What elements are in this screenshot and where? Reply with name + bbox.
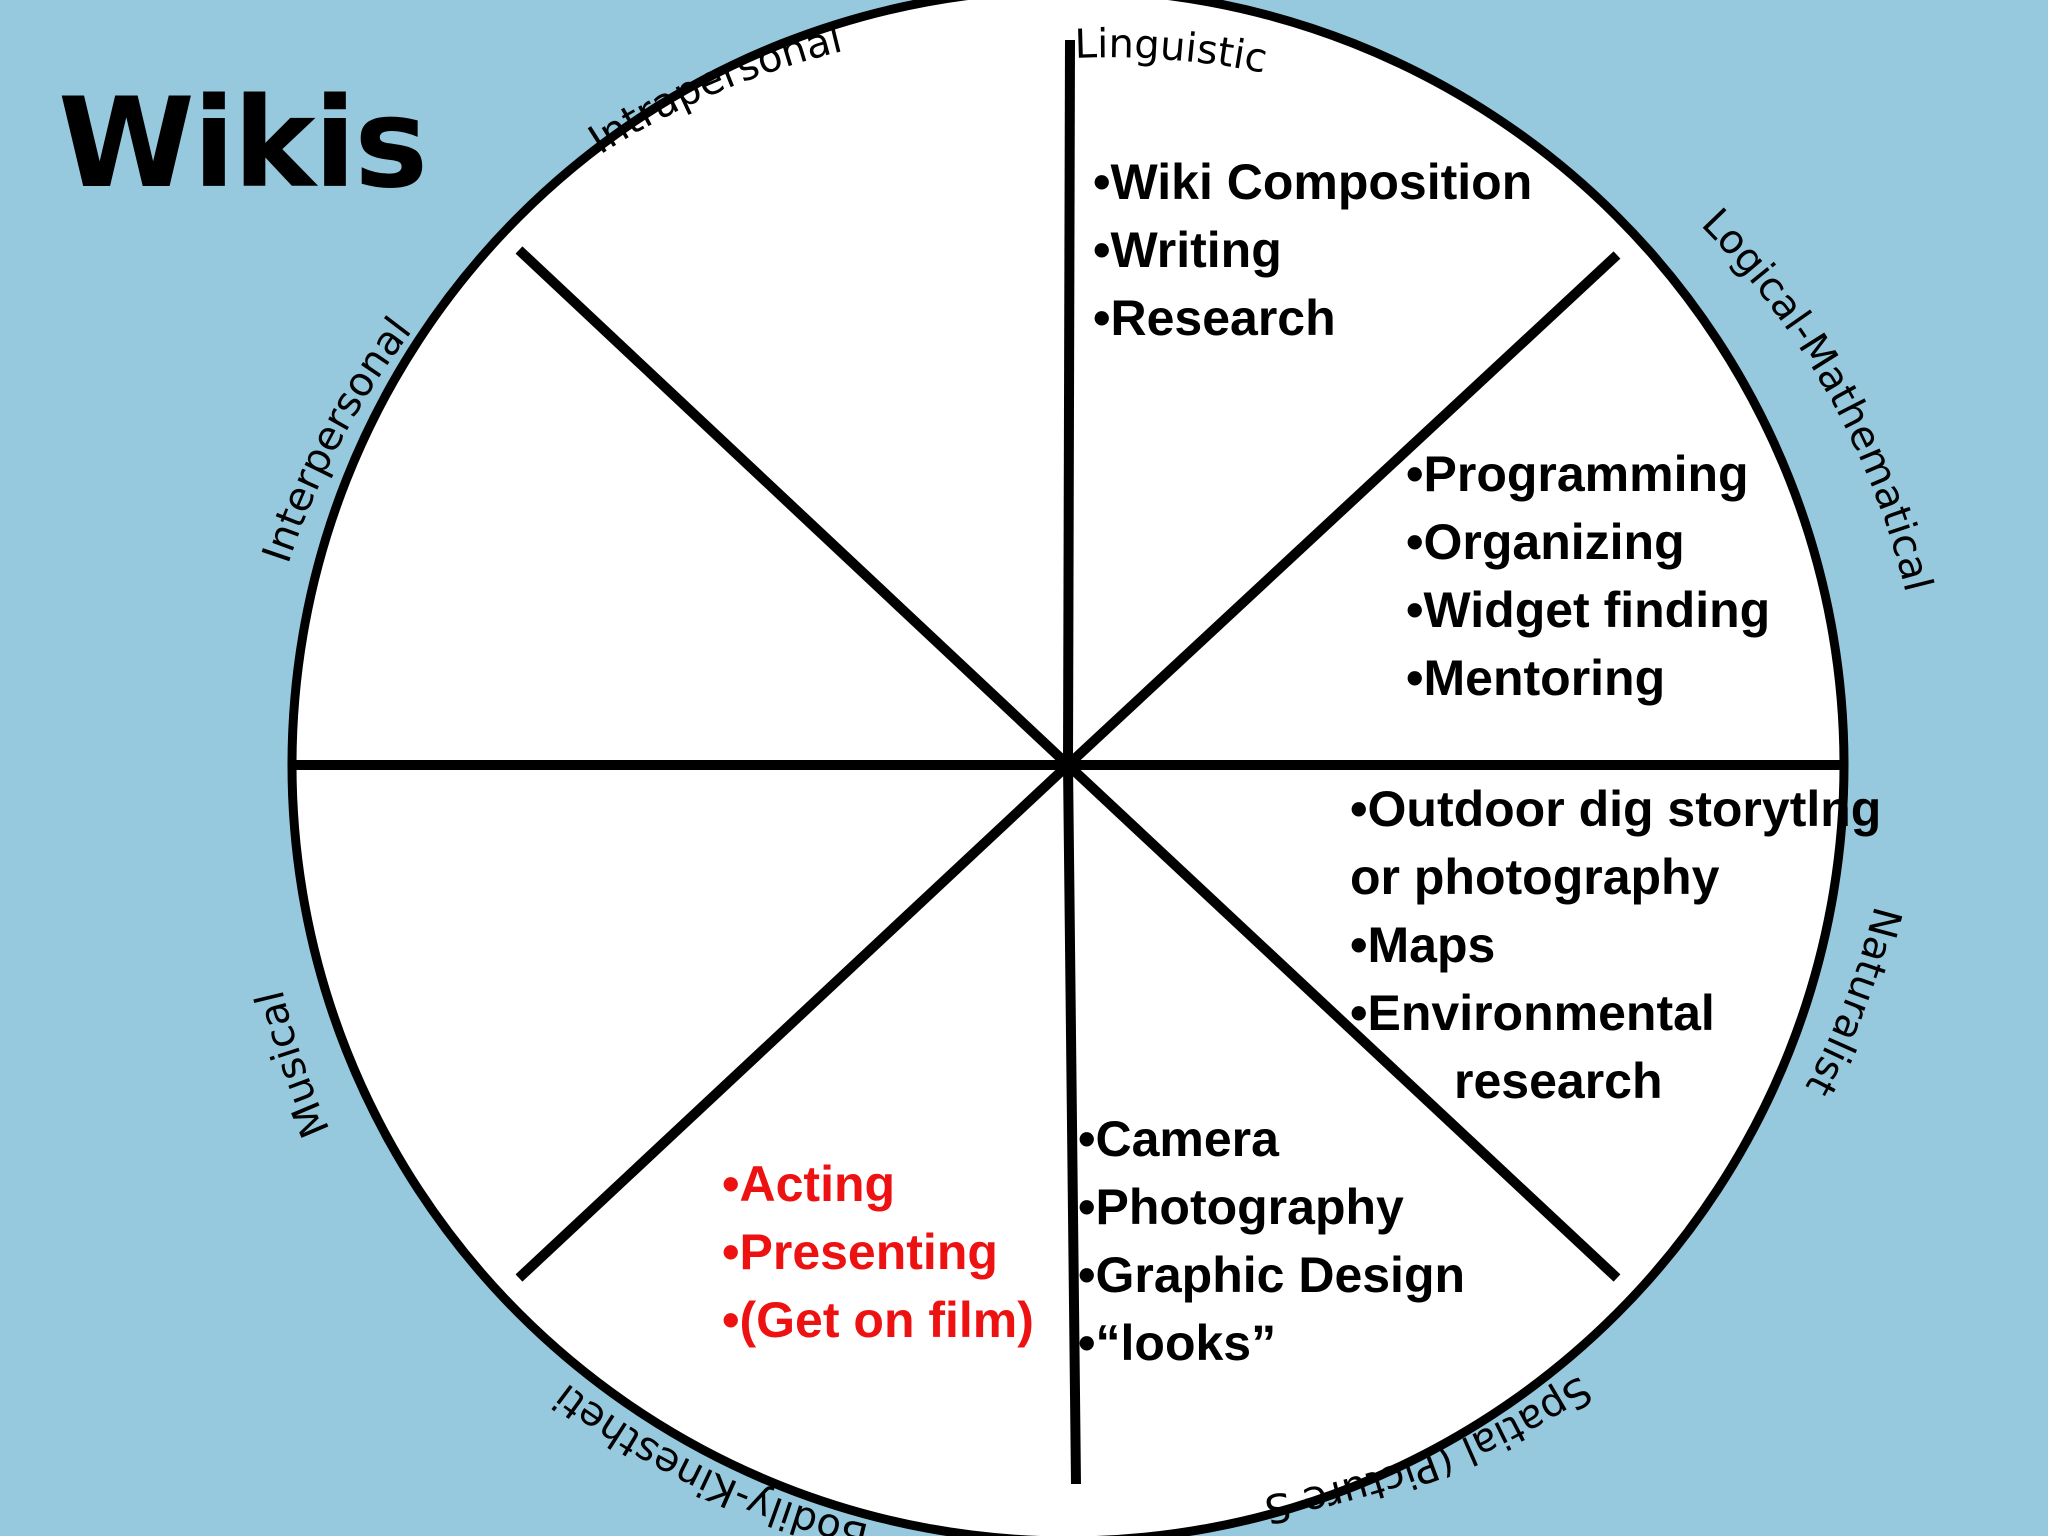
list-item: •Outdoor dig storytlng bbox=[1350, 781, 1882, 837]
list-item: •Photography bbox=[1078, 1179, 1404, 1235]
label-musical-path: Musical bbox=[247, 986, 339, 1144]
list-item: •Mentoring bbox=[1406, 650, 1666, 706]
page-title: Wikis bbox=[58, 72, 428, 216]
list-item: research bbox=[1454, 1053, 1663, 1109]
wheel-dividers bbox=[290, 39, 1844, 1485]
list-item: •Environmental bbox=[1350, 985, 1715, 1041]
divider-vertical-bottom bbox=[1063, 764, 1081, 1485]
list-item: •Wiki Composition bbox=[1093, 154, 1533, 210]
list-item: •Acting bbox=[722, 1156, 896, 1212]
list-item: •Graphic Design bbox=[1078, 1247, 1466, 1303]
list-item: •Organizing bbox=[1406, 514, 1685, 570]
list-item: •“looks” bbox=[1078, 1315, 1277, 1371]
list-item: •Presenting bbox=[722, 1224, 998, 1280]
divider-diagonal-se bbox=[1064, 761, 1621, 1282]
list-item: •Widget finding bbox=[1406, 582, 1771, 638]
list-item: •Maps bbox=[1350, 917, 1496, 973]
sector-spatial-items: •Camera •Photography •Graphic Design •“l… bbox=[1078, 1105, 1465, 1377]
list-item: •Writing bbox=[1093, 222, 1282, 278]
list-item: •Research bbox=[1093, 290, 1336, 346]
sector-naturalist-items: •Outdoor dig storytlng or photography •M… bbox=[1350, 775, 1881, 1115]
divider-diagonal-ne bbox=[1064, 251, 1621, 769]
list-item: or photography bbox=[1350, 849, 1720, 905]
list-item: •(Get on film) bbox=[722, 1292, 1034, 1348]
divider-vertical-top bbox=[1063, 39, 1075, 766]
list-item: •Camera bbox=[1078, 1111, 1279, 1167]
sector-bodily-items: •Acting •Presenting •(Get on film) bbox=[722, 1150, 1034, 1354]
sector-logical-items: •Programming •Organizing •Widget finding… bbox=[1406, 440, 1770, 712]
list-item: •Programming bbox=[1406, 446, 1749, 502]
divider-diagonal-sw bbox=[515, 761, 1072, 1282]
sector-linguistic-items: •Wiki Composition •Writing •Research bbox=[1093, 148, 1532, 352]
divider-diagonal-nw bbox=[515, 246, 1072, 769]
label-musical: Musical bbox=[247, 986, 339, 1144]
